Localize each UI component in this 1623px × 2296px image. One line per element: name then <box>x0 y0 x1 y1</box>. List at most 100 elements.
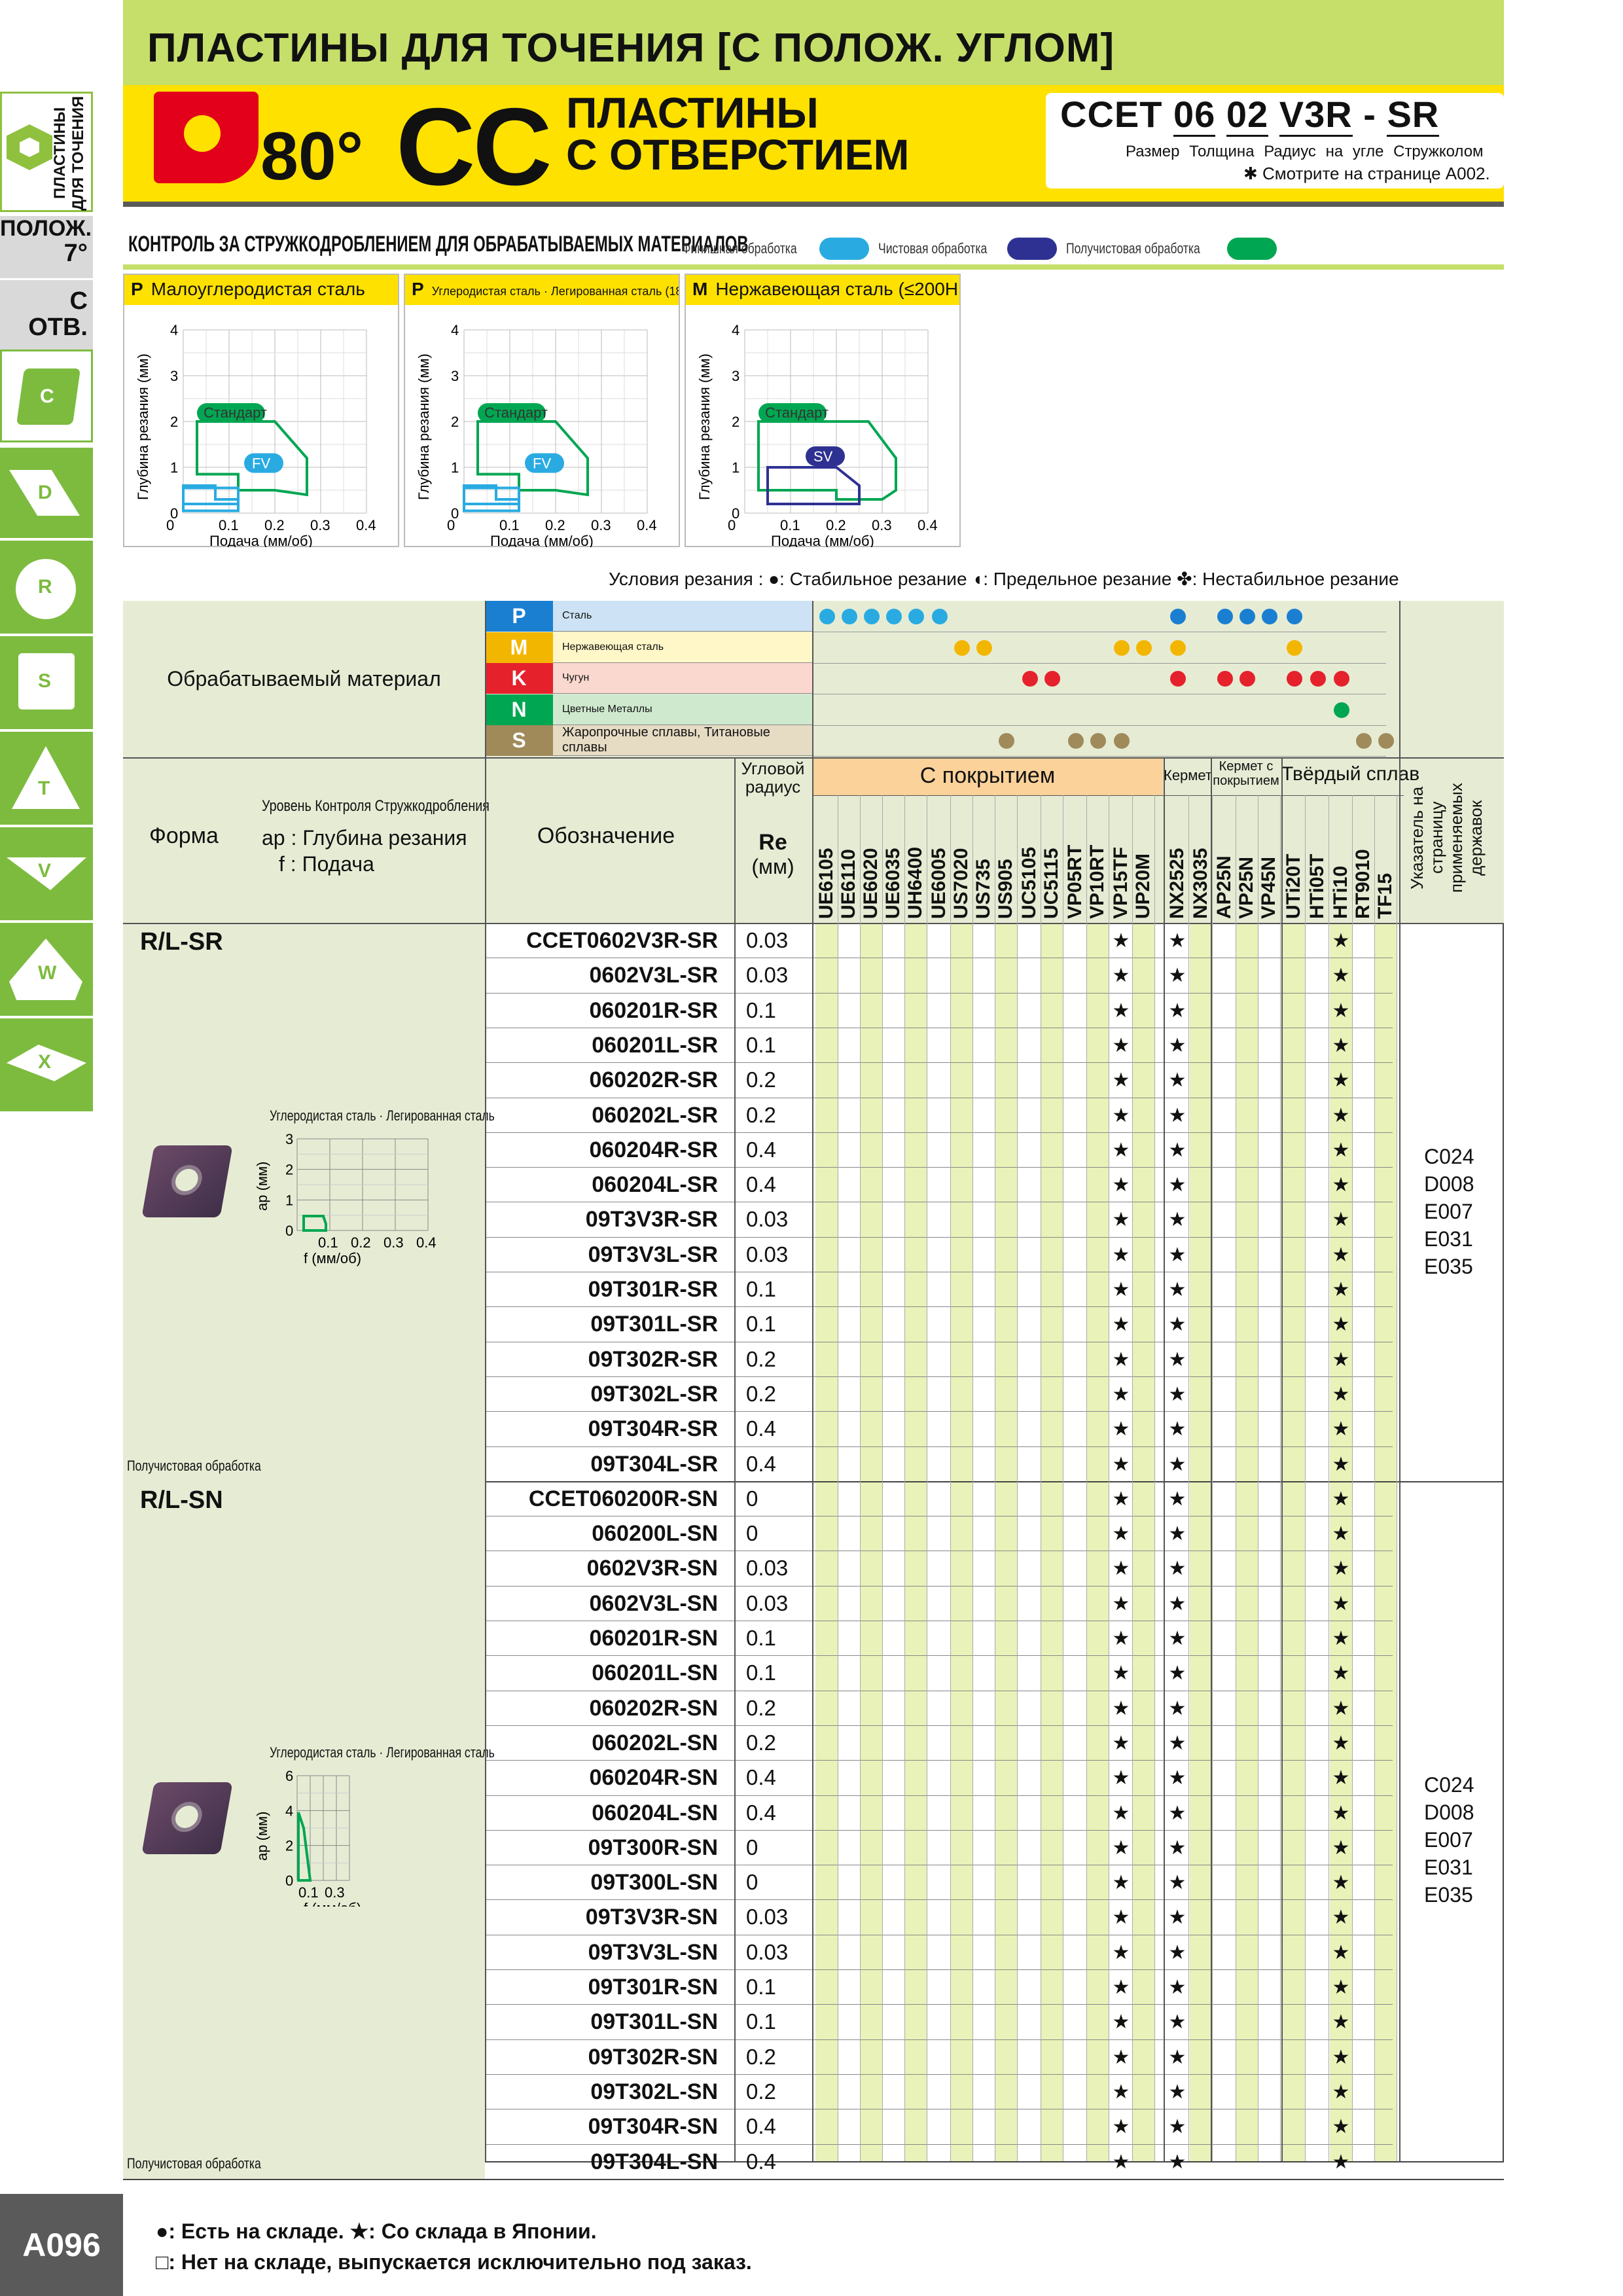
y-tick-label: 3 <box>170 368 178 384</box>
insert-designation[interactable]: 060202L-SR <box>592 1102 718 1128</box>
insert-designation[interactable]: 0602V3R-SN <box>586 1556 718 1581</box>
corner-radius-value: 0 <box>746 1521 758 1546</box>
holder-page-link[interactable]: E035 <box>1424 1882 1473 1907</box>
holder-page-link[interactable]: E007 <box>1424 1200 1473 1224</box>
insert-designation[interactable]: 060202R-SN <box>589 1695 718 1721</box>
insert-designation[interactable]: 060201L-SN <box>592 1660 718 1686</box>
cutting-condition-dot-icon <box>1334 671 1349 687</box>
insert-designation[interactable]: 060204R-SN <box>589 1765 718 1791</box>
table-rule <box>734 757 736 2161</box>
insert-designation[interactable]: 0602V3L-SR <box>589 963 718 988</box>
cutting-condition-dot-icon <box>1217 609 1233 624</box>
insert-designation[interactable]: 09T300L-SN <box>590 1870 718 1895</box>
grade-header-uc5115: UC5115 <box>1041 848 1062 919</box>
section-title: КОНТРОЛЬ ЗА СТРУЖКОДРОБЛЕНИЕМ ДЛЯ ОБРАБА… <box>128 232 749 257</box>
stock-star-hti10: ★ <box>1332 1592 1350 1615</box>
sidebar-shape-x[interactable]: X <box>0 1018 93 1111</box>
cutting-condition-dot-icon <box>1217 671 1233 687</box>
insert-designation[interactable]: 09T3V3L-SN <box>588 1939 718 1965</box>
holder-page-link[interactable]: D008 <box>1424 1800 1474 1824</box>
stock-star-vp15tf: ★ <box>1112 1697 1130 1719</box>
insert-designation[interactable]: 060204L-SN <box>592 1800 718 1825</box>
insert-designation[interactable]: 09T304L-SN <box>590 2149 718 2174</box>
sidebar-with-hole[interactable]: C ОТВ. <box>0 280 93 351</box>
insert-designation[interactable]: 060201R-SR <box>589 997 718 1023</box>
sidebar-positive-angle: 7° <box>63 240 88 267</box>
insert-designation[interactable]: 09T3V3R-SN <box>585 1905 718 1930</box>
insert-designation[interactable]: 09T304L-SR <box>590 1451 718 1477</box>
insert-designation[interactable]: 060202L-SN <box>592 1730 718 1755</box>
grade-header-vp45n: VP45N <box>1258 856 1279 919</box>
material-name: Жаропрочные сплавы, Титановые сплавы <box>553 725 812 757</box>
cutting-condition-dot-icon <box>864 609 880 624</box>
y-axis-label: Глубина резания (мм) <box>135 353 151 500</box>
insert-designation[interactable]: 09T3V3L-SR <box>588 1242 718 1267</box>
sidebar-shape-r[interactable]: R <box>0 541 93 634</box>
insert-designation[interactable]: 09T301R-SN <box>588 1975 718 2000</box>
re-header: Re <box>758 830 787 855</box>
insert-designation[interactable]: 09T304R-SR <box>588 1416 718 1442</box>
insert-designation[interactable]: 060200L-SN <box>592 1521 718 1547</box>
sidebar-positive[interactable]: ПОЛОЖ. 7° <box>0 216 93 278</box>
insert-designation[interactable]: 09T302R-SR <box>588 1346 718 1372</box>
insert-designation[interactable]: 0602V3L-SN <box>589 1590 718 1616</box>
stock-star-hti10: ★ <box>1332 1767 1350 1789</box>
insert-designation[interactable]: 09T3V3R-SR <box>585 1207 718 1232</box>
r-shape-icon <box>16 559 76 619</box>
standard-pill <box>478 403 546 423</box>
holder-page-link[interactable]: D008 <box>1424 1172 1474 1196</box>
holder-page-link[interactable]: C024 <box>1424 1145 1474 1169</box>
y-tick-label: 3 <box>451 368 459 384</box>
holder-page-link[interactable]: E007 <box>1424 1827 1473 1852</box>
corner-radius-value: 0.2 <box>746 1346 776 1371</box>
mini-x-label: f (мм/об) <box>304 1250 361 1266</box>
sidebar-shape-s[interactable]: S <box>0 636 93 729</box>
sidebar-shape-t[interactable]: T <box>0 732 93 825</box>
holder-page-link[interactable]: E031 <box>1424 1227 1473 1251</box>
grade-column-stripe <box>1041 923 1063 2161</box>
insert-designation[interactable]: 09T302R-SN <box>588 2044 718 2070</box>
insert-designation[interactable]: 09T301L-SN <box>590 2009 718 2035</box>
insert-designation[interactable]: CCET060200R-SN <box>528 1486 718 1511</box>
holder-page-link[interactable]: E035 <box>1424 1255 1473 1279</box>
sidebar-category[interactable] <box>0 92 93 212</box>
insert-designation[interactable]: 09T302L-SN <box>590 2079 718 2104</box>
grade-header-up20m: UP20M <box>1132 853 1154 919</box>
stock-star-nx2525: ★ <box>1168 1697 1186 1719</box>
insert-designation[interactable]: 09T304R-SN <box>588 2114 718 2140</box>
stock-star-hti10: ★ <box>1332 1034 1350 1056</box>
sidebar-shape-v[interactable]: V <box>0 827 93 920</box>
y-tick-label: 2 <box>170 414 178 430</box>
legend-finish-swatch <box>819 238 869 260</box>
material-name: Нержавеющая сталь <box>553 632 812 663</box>
insert-designation[interactable]: 060204R-SR <box>589 1137 718 1162</box>
insert-designation[interactable]: 09T301R-SR <box>588 1277 718 1302</box>
sidebar-shape-d[interactable]: D <box>0 445 93 538</box>
stock-star-hti10: ★ <box>1332 1558 1350 1580</box>
holder-page-link[interactable]: E031 <box>1424 1855 1473 1879</box>
stock-star-hti10: ★ <box>1332 1662 1350 1685</box>
mini-y-tick: 0 <box>285 1223 293 1239</box>
code-part: CCET <box>1060 94 1163 135</box>
corner-radius-value: 0 <box>746 1835 758 1859</box>
insert-designation[interactable]: 060204L-SR <box>592 1172 718 1198</box>
insert-designation[interactable]: CCET0602V3R-SR <box>526 928 718 953</box>
sidebar-shape-c[interactable]: C <box>0 350 93 442</box>
mini-range-area <box>302 1215 327 1232</box>
insert-designation[interactable]: 060201R-SN <box>589 1626 718 1651</box>
insert-designation[interactable]: 09T302L-SR <box>590 1381 718 1407</box>
re-unit-header: (мм) <box>751 855 794 878</box>
x-tick-label: 0 <box>728 517 736 533</box>
corner-radius-value: 0.2 <box>746 1102 776 1127</box>
standard-range-area <box>476 420 589 497</box>
sidebar-with-hole-label: ОТВ. <box>28 314 88 341</box>
holder-page-link[interactable]: C024 <box>1424 1772 1474 1797</box>
sidebar-shape-w[interactable]: W <box>0 923 93 1016</box>
code-label: Толщина <box>1189 143 1255 160</box>
insert-designation[interactable]: 09T300R-SN <box>588 1835 718 1860</box>
insert-designation[interactable]: 060201L-SR <box>592 1032 718 1058</box>
sidebar-shape-v-label: V <box>38 860 52 882</box>
insert-designation[interactable]: 09T301L-SR <box>590 1312 718 1337</box>
insert-designation[interactable]: 060202R-SR <box>589 1067 718 1093</box>
table-rule <box>485 1795 1393 1796</box>
